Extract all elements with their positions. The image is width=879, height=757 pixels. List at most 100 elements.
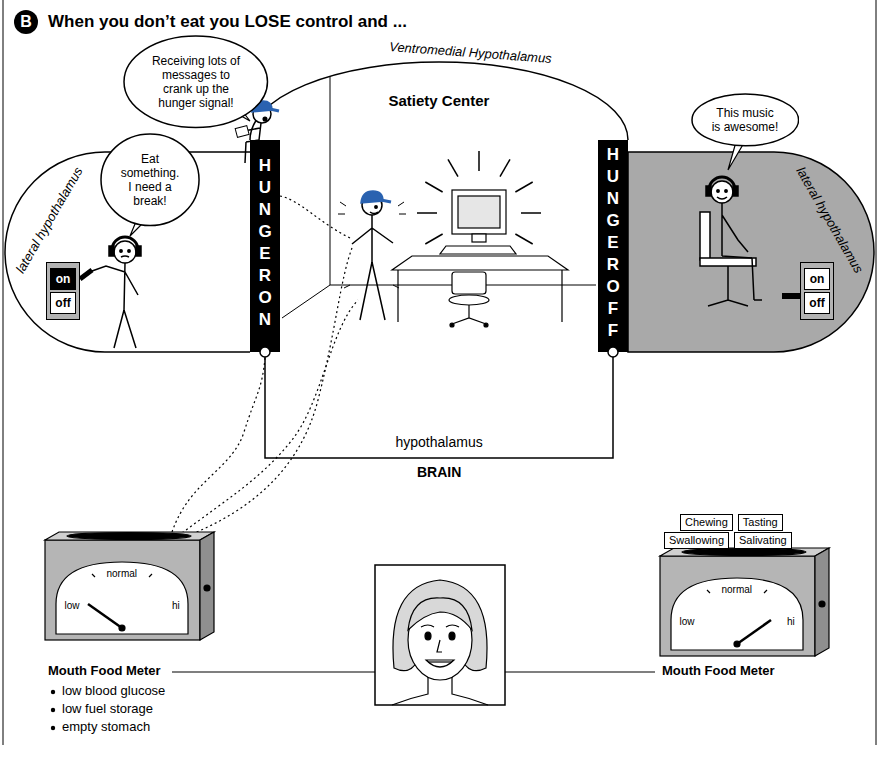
switch-label: off	[804, 292, 830, 314]
bullet-dot	[51, 690, 55, 730]
signal-pillar: HUNGER ON	[250, 140, 280, 352]
gauge-label: low	[680, 616, 695, 628]
mouth-food-meter	[67, 533, 191, 540]
gauge-label: normal	[107, 568, 138, 580]
action-label: Swallowing	[669, 534, 724, 547]
computer-desk	[452, 305, 486, 324]
gauge-label: hi	[787, 616, 795, 628]
pillar-text: HUNGER OFF	[605, 144, 622, 342]
bubble-outline	[692, 94, 799, 146]
switch-label: on	[50, 268, 76, 290]
computer-desk	[392, 190, 568, 327]
diagram-title: When you don’t eat you LOSE control and …	[48, 12, 407, 32]
room-lines	[282, 77, 596, 318]
music-listener	[700, 258, 756, 266]
sitting-messenger	[270, 109, 279, 111]
mouth-food-meter	[45, 532, 214, 540]
action-tag: Salivating	[734, 532, 792, 549]
sitting-messenger	[235, 126, 249, 138]
computer-rays	[425, 182, 442, 192]
mouth-food-meter	[819, 601, 825, 607]
music-listener	[717, 197, 727, 199]
computer-rays	[515, 234, 532, 244]
computer-rays	[515, 182, 532, 192]
woman-portrait	[437, 640, 442, 652]
bullet-dot	[51, 708, 55, 712]
mouth-food-meter	[671, 578, 803, 650]
computer-desk	[440, 246, 516, 254]
satiety-worker	[381, 200, 391, 202]
computer-rays	[417, 212, 437, 214]
computer-rays	[448, 159, 458, 176]
music-listener	[722, 203, 762, 300]
mouth-food-meter	[660, 556, 815, 656]
action-label: Chewing	[685, 516, 728, 529]
section-badge: B	[14, 10, 38, 34]
music-listener	[711, 181, 733, 203]
gauge-label: hi	[172, 600, 180, 612]
signal-pillar: HUNGER OFF	[598, 140, 628, 352]
switch-operator	[114, 241, 136, 263]
switch-operator	[128, 250, 130, 252]
satiety-worker	[352, 215, 393, 320]
gauge-label: normal	[722, 584, 753, 596]
computer-desk	[458, 196, 500, 228]
music-listener	[717, 190, 719, 192]
bubble-outline	[124, 36, 267, 128]
region-label: lateral hypothalamus	[793, 164, 866, 275]
mouth-food-meter	[734, 641, 740, 647]
mouth-food-meter	[45, 532, 214, 640]
bullet-dot	[51, 726, 55, 730]
satiety-worker	[375, 206, 377, 208]
woman-portrait	[375, 565, 505, 705]
computer-rays	[478, 151, 480, 171]
mouth-food-meter	[45, 540, 200, 640]
switch-operator	[109, 246, 114, 256]
computer-desk	[452, 190, 506, 234]
satiety-worker	[370, 212, 378, 214]
speech-bubble: This music is awesome!	[691, 93, 800, 147]
mouth-food-meter	[200, 532, 214, 640]
computer-desk	[452, 272, 486, 294]
sitting-messenger	[263, 117, 267, 121]
bubble-text: Eat something. I need a break!	[119, 152, 181, 208]
computer-desk	[449, 295, 489, 305]
computer-rays	[425, 234, 442, 244]
action-tag: Swallowing	[664, 532, 729, 549]
computer-rays	[500, 159, 510, 176]
switch-label: on	[804, 268, 830, 290]
music-listener	[709, 177, 735, 190]
switch-label: off	[50, 292, 76, 314]
music-listener	[700, 212, 710, 260]
music-listener	[706, 186, 711, 196]
bubble-text: Receiving lots of messages to crank up t…	[149, 54, 243, 110]
music-listener	[782, 293, 800, 299]
bubble-text: This music is awesome!	[711, 106, 779, 134]
computer-desk	[392, 256, 568, 270]
pillar-joint	[260, 347, 270, 357]
mouth-food-meter	[88, 604, 122, 628]
computer-desk	[450, 323, 454, 327]
computer-rays	[417, 151, 541, 244]
switch-operator	[136, 246, 141, 256]
toggle-switch: onoff	[800, 262, 834, 320]
mouth-food-meter	[660, 548, 829, 656]
woman-portrait	[375, 565, 505, 705]
meter-title: Mouth Food Meter	[48, 664, 161, 679]
brain-outline	[5, 62, 874, 458]
bullet-item: low fuel storage	[62, 702, 153, 717]
speech-bubble: Receiving lots of messages to crank up t…	[123, 35, 268, 129]
satiety-worker	[338, 202, 406, 288]
region-label: lateral hypothalamus	[14, 164, 87, 275]
gauge-label: low	[65, 600, 80, 612]
action-label: Salivating	[739, 534, 787, 547]
woman-portrait	[449, 632, 455, 640]
switch-operator	[92, 263, 138, 348]
music-listener	[708, 266, 748, 306]
region-label: Ventromedial Hypothalamus	[388, 40, 551, 67]
mouth-food-meter	[204, 585, 210, 591]
bullet-item: low blood glucose	[62, 684, 165, 699]
page-frame	[3, 0, 876, 745]
organ-label: BRAIN	[417, 464, 461, 480]
